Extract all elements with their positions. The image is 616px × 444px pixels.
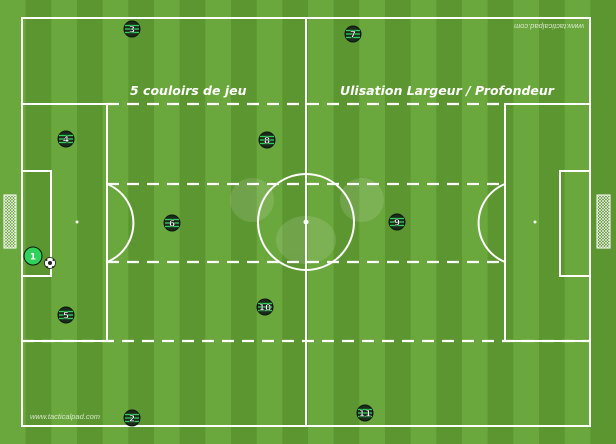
- player-number: 10: [259, 304, 272, 314]
- players-layer: 1 2 3 4 5 6 7 8 9 10 11: [23, 20, 406, 427]
- grass-stripe: [128, 0, 155, 444]
- player-9[interactable]: 9: [388, 213, 406, 231]
- grass-stripe: [231, 0, 258, 444]
- corridor-lines: [22, 102, 590, 343]
- player-number: 6: [169, 220, 175, 230]
- grass-stripe: [462, 0, 489, 444]
- player-8[interactable]: 8: [258, 131, 276, 149]
- usage-label: Ulisation Largeur / Profondeur: [340, 83, 555, 98]
- grass-stripe: [487, 0, 514, 444]
- player-number: 7: [350, 31, 356, 41]
- player-token: [23, 246, 43, 266]
- right-penalty-spot: [533, 220, 537, 224]
- player-2[interactable]: 2: [123, 409, 141, 427]
- grass-stripe: [205, 0, 232, 444]
- player-number: 9: [394, 219, 400, 229]
- player-number: 2: [129, 415, 135, 425]
- center-circle: [257, 173, 355, 271]
- center-spot: [303, 219, 309, 225]
- grass-stripe: [179, 0, 206, 444]
- player-4[interactable]: 4: [57, 130, 75, 148]
- right-penalty-arc: [477, 183, 506, 263]
- left-penalty-arc: [106, 183, 135, 263]
- player-10[interactable]: 10: [256, 298, 274, 316]
- player-number: 11: [359, 410, 372, 420]
- grass-stripe: [436, 0, 463, 444]
- soccer-ball-icon[interactable]: [44, 257, 56, 269]
- player-number: 8: [264, 137, 270, 147]
- left-goal-net: [3, 194, 17, 249]
- player-6[interactable]: 6: [163, 214, 181, 232]
- player-number: 4: [63, 136, 69, 146]
- grass-stripe: [308, 0, 335, 444]
- player-7[interactable]: 7: [344, 25, 362, 43]
- watermark-top-right-mirrored: www.tacticalpad.com: [514, 22, 584, 31]
- left-penalty-spot: [75, 220, 79, 224]
- grass-stripe: [359, 0, 386, 444]
- center-logo-watermark: [230, 178, 384, 264]
- player-3[interactable]: 3: [123, 20, 141, 38]
- grass-stripe: [410, 0, 437, 444]
- grass-stripe: [77, 0, 104, 444]
- grass-stripe: [51, 0, 78, 444]
- player-1[interactable]: 1: [23, 246, 43, 266]
- player-number: 1: [30, 253, 36, 263]
- grass-stripe: [333, 0, 360, 444]
- player-5[interactable]: 5: [57, 306, 75, 324]
- player-11[interactable]: 11: [356, 404, 374, 422]
- left-goal-area: [21, 170, 52, 277]
- grass-stripe: [564, 0, 591, 444]
- grass-stripe: [539, 0, 566, 444]
- right-goal-net: [596, 194, 611, 249]
- player-number: 5: [63, 312, 69, 322]
- player-number: 3: [129, 26, 135, 36]
- watermark-bottom-left: www.tacticalpad.com: [30, 412, 100, 421]
- right-goal-area: [559, 170, 591, 277]
- corridors-label: 5 couloirs de jeu: [130, 83, 247, 98]
- grass-stripe: [256, 0, 283, 444]
- grass-stripe: [25, 0, 52, 444]
